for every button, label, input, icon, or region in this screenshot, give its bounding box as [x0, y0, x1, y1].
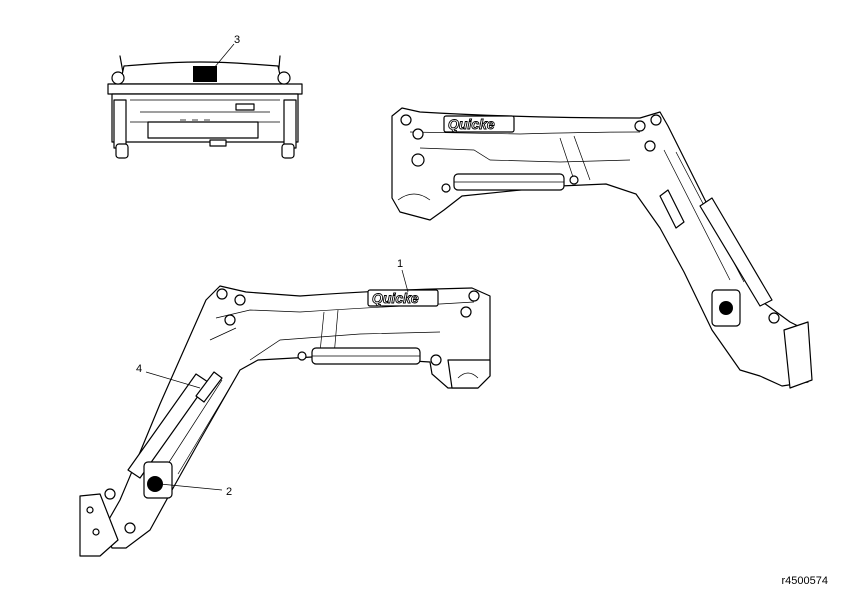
- callout-2-label: 2: [226, 486, 232, 498]
- rear-lock-knob: [719, 301, 733, 315]
- callout-2: 2: [159, 483, 232, 498]
- front-loader: Quicke: [79, 285, 491, 557]
- callout-1: 1: [397, 258, 409, 293]
- callout-1-label: 1: [397, 258, 403, 270]
- drawing-reference: r4500574: [781, 575, 829, 587]
- rear-logo: Quicke: [448, 116, 495, 132]
- lock-knob: [147, 476, 163, 492]
- rear-loader: Quicke: [391, 107, 813, 389]
- callout-3-label: 3: [234, 34, 240, 46]
- callout-4-label: 4: [136, 363, 142, 375]
- front-logo: Quicke: [372, 290, 419, 306]
- callout-3: 3: [213, 34, 240, 69]
- decal-3-marker: [193, 66, 217, 82]
- callout-4: 4: [136, 363, 201, 389]
